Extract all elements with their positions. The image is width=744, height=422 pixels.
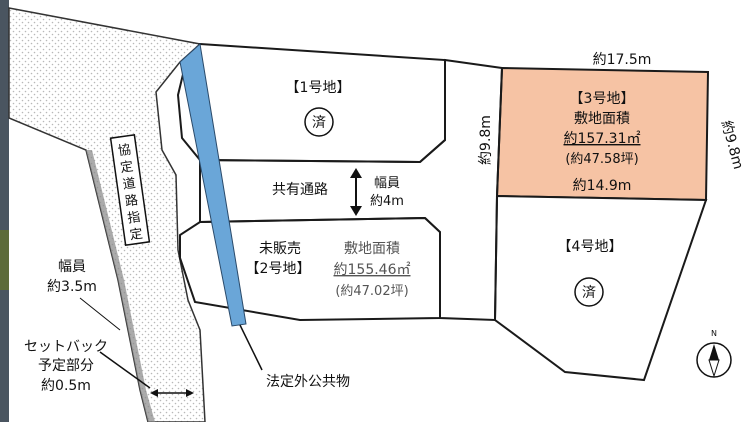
designated-road-label: 協 定 道 路 指 定 (117, 143, 144, 244)
lot2-area-m2: 約155.46㎡ (334, 262, 411, 278)
designated-road-char-3: 道 (122, 176, 137, 193)
photo-edge-grass (0, 230, 9, 290)
lot2-area-label: 敷地面積 (344, 241, 400, 257)
setback-arrow-right (186, 389, 194, 397)
lot3-area-m2: 約157.31㎡ (564, 131, 641, 147)
lot4-title: 【4号地】 (558, 239, 623, 255)
lot1-sold-mark: 済 (312, 115, 326, 131)
designated-road-char-2: 定 (119, 159, 134, 176)
road-width-arrow-top (350, 168, 362, 178)
designated-road-char-6: 定 (129, 227, 144, 244)
shared-road-label: 共有通路 (272, 182, 328, 198)
lot1-outline (176, 42, 446, 164)
setback-leader (99, 351, 151, 389)
setback-strip (86, 150, 155, 422)
lot3-area-tsubo: (約47.58坪) (565, 152, 638, 167)
designated-road-char-1: 協 (117, 143, 132, 160)
road-width-value: 約3.5m (47, 279, 97, 295)
designated-road-char-5: 指 (126, 210, 141, 227)
lot4-sold-circle (574, 277, 604, 307)
lot3-dim-left: 約9.8m (478, 115, 494, 165)
public-waterway (179, 43, 247, 327)
lot2-status: 未販売 (259, 241, 301, 257)
lot3-dim-bottom: 約14.9m (573, 178, 632, 194)
lot1-sold-circle (304, 107, 334, 137)
setback-line2: 予定部分 (38, 358, 94, 374)
lot3-dim-top: 約17.5m (593, 52, 652, 68)
lot3-title: 【3号地】 (570, 91, 635, 107)
photo-edge-strip (0, 0, 9, 422)
shared-road-width-label: 幅員 (374, 176, 400, 191)
lot3-dim-right: 約9.8m (718, 119, 744, 171)
compass-north-label: N (711, 329, 717, 338)
lot2-title: 【2号地】 (246, 261, 311, 277)
designated-road-label-box (109, 134, 151, 246)
lot2-area-tsubo: (約47.02坪) (335, 284, 408, 299)
shared-block-outline (199, 58, 504, 322)
road-width-arrow-bottom (350, 206, 362, 216)
setback-line1: セットバック (24, 339, 108, 355)
lot4-sold-mark: 済 (582, 285, 596, 301)
shared-road-width-value: 約4m (370, 194, 404, 209)
lot3-area-label: 敷地面積 (574, 111, 630, 127)
public-property-leader (239, 324, 263, 371)
setback-arrow-left (150, 389, 158, 397)
lot1-title: 【1号地】 (286, 80, 351, 96)
road-width-leader (79, 297, 121, 331)
public-property-label: 法定外公共物 (266, 374, 350, 390)
compass-icon: N (696, 329, 732, 378)
designated-road-char-4: 路 (124, 192, 139, 210)
road-width-label: 幅員 (58, 259, 86, 275)
setback-line3: 約0.5m (41, 378, 91, 394)
